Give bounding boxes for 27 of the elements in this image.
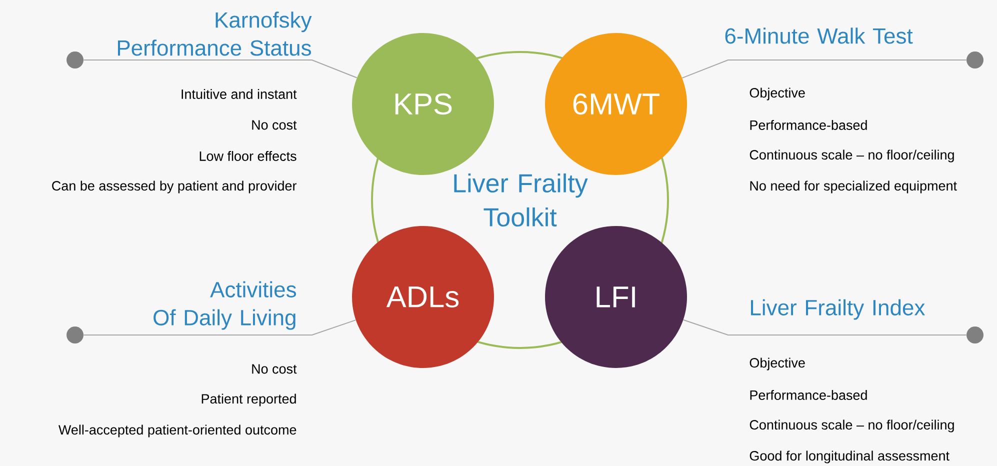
heading: Liver Frailty Index — [751, 299, 925, 320]
bullet-text: Performance-based — [750, 390, 867, 400]
connector-line — [83, 60, 358, 78]
endpoint-dot — [66, 52, 84, 68]
connector-line — [682, 60, 967, 78]
bullet-text: Objective — [750, 88, 805, 100]
connector-line — [682, 319, 967, 336]
connector-line — [83, 320, 356, 336]
endpoint-dot — [966, 52, 984, 68]
heading: 6-Minute Walk Test — [725, 28, 913, 44]
bullet-text: Patient reported — [202, 394, 296, 406]
bullet-text: No cost — [252, 120, 297, 130]
heading: Activities Of Daily Living — [154, 281, 296, 330]
endpoint-dot — [66, 326, 84, 344]
bullet-text: Well-accepted patient-oriented outcome — [58, 424, 296, 438]
bullet-text: Performance-based — [750, 120, 867, 130]
bullet-text: Low floor effects — [200, 151, 296, 161]
bullet-text: Continuous scale – no floor/ceiling — [750, 420, 954, 432]
endpoint-dot — [966, 326, 984, 344]
heading: Karnofsky Performance Status — [118, 12, 312, 56]
bullet-text: Good for longitudinal assessment — [750, 450, 950, 464]
bullet-text: Can be assessed by patient and provider — [52, 180, 297, 194]
bullet-text: Intuitive and instant — [182, 89, 297, 99]
bullet-text: Continuous scale – no floor/ceiling — [750, 150, 954, 162]
bullet-text: Objective — [750, 358, 805, 370]
bullet-text: No cost — [252, 364, 297, 374]
bullet-text: No need for specialized equipment — [750, 180, 957, 194]
